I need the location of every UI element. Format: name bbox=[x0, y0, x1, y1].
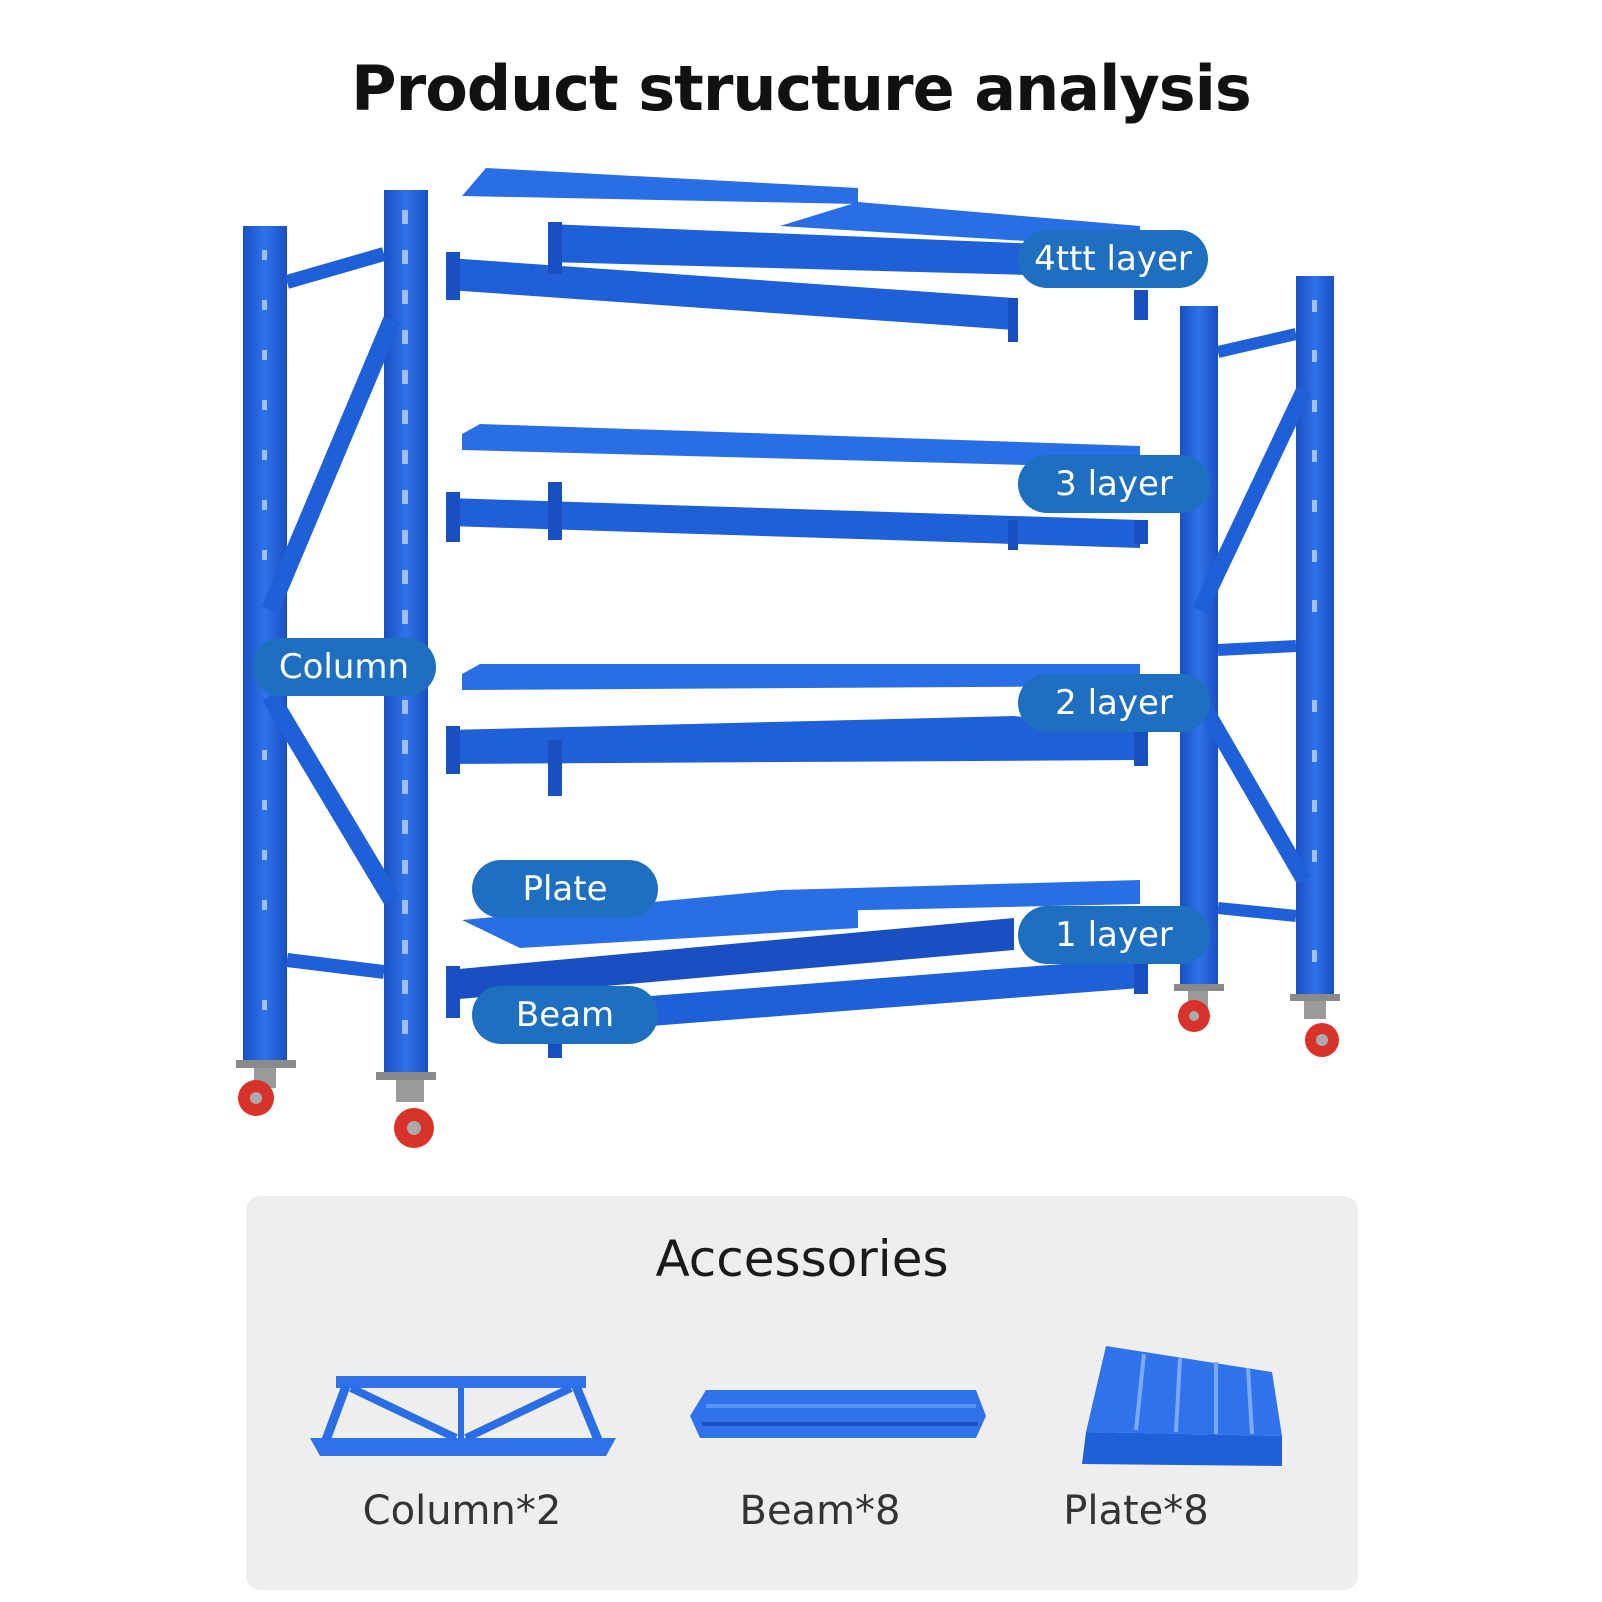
label-layer-3: 3 layer bbox=[1018, 455, 1210, 513]
beam-icon bbox=[690, 1390, 986, 1438]
accessories-title: Accessories bbox=[655, 1230, 949, 1288]
left-column-frame bbox=[243, 190, 428, 1078]
label-plate: Plate bbox=[472, 860, 658, 918]
layer-3-parts bbox=[446, 424, 1148, 550]
label-layer-2: 2 layer bbox=[1018, 674, 1210, 732]
accessories-panel: Accessories Column*2 Beam*8 Plate*8 bbox=[246, 1196, 1358, 1590]
page-title: Product structure analysis bbox=[351, 52, 1252, 125]
label-layer-4: 4ttt layer bbox=[1018, 230, 1208, 288]
column-icon bbox=[310, 1376, 616, 1456]
right-column-frame bbox=[1180, 276, 1334, 996]
label-layer-1: 1 layer bbox=[1018, 906, 1210, 964]
accessory-plate-label: Plate*8 bbox=[1063, 1488, 1209, 1534]
accessory-beam-label: Beam*8 bbox=[739, 1488, 901, 1534]
layer-1-parts bbox=[446, 880, 1148, 1058]
caster-wheels bbox=[236, 984, 1340, 1148]
label-beam: Beam bbox=[472, 986, 658, 1044]
accessory-column-label: Column*2 bbox=[362, 1488, 562, 1534]
label-column: Column bbox=[252, 638, 436, 696]
plate-icon bbox=[1082, 1346, 1282, 1466]
layer-2-parts bbox=[446, 664, 1148, 796]
layer-4-parts bbox=[446, 168, 1148, 342]
